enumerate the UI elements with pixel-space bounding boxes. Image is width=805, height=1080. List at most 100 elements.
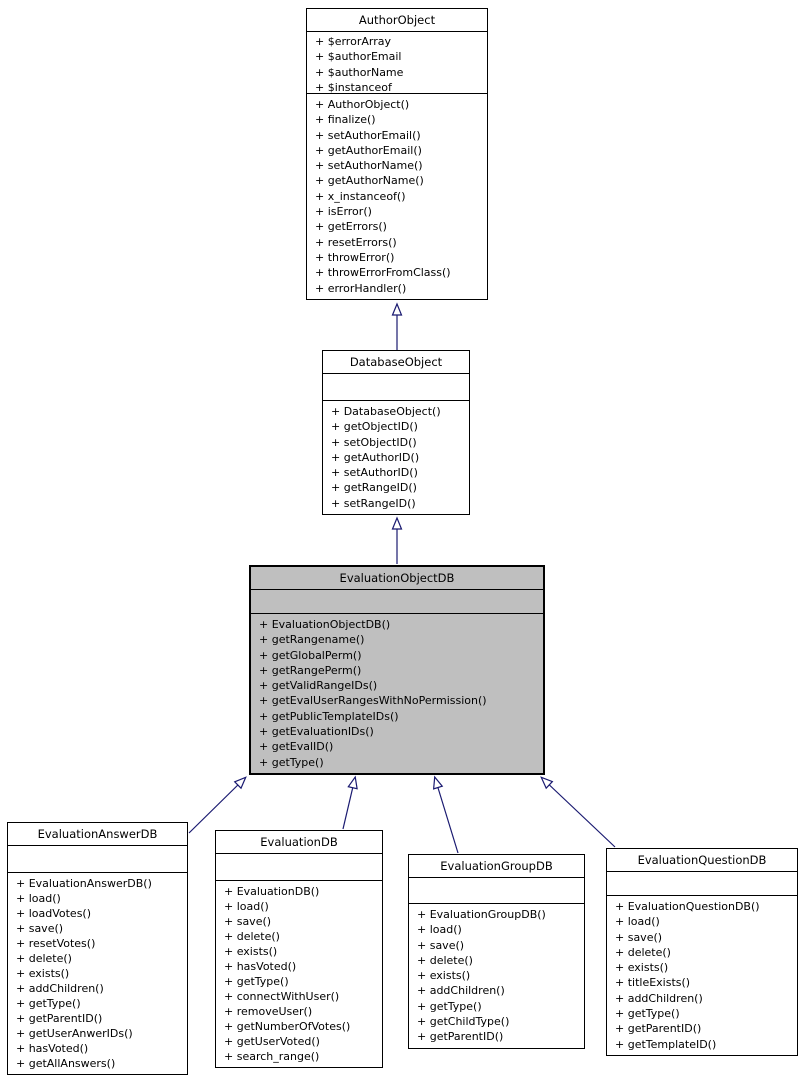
attributes-section (8, 846, 187, 873)
method-row: + getType() (224, 975, 289, 988)
attribute-row: + $instanceof (315, 80, 392, 94)
attribute-row: + $errorArray (315, 35, 391, 48)
method-row: + resetVotes() (16, 937, 96, 950)
method-row: + setRangeID() (331, 496, 416, 510)
method-row: + hasVoted() (16, 1042, 89, 1055)
methods-section: + EvaluationQuestionDB()+ load()+ save()… (607, 896, 797, 1055)
attributes-section (409, 878, 584, 904)
method-row: + load() (615, 915, 660, 929)
class-title: EvaluationDB (216, 831, 382, 854)
method-row: + exists() (615, 961, 669, 975)
method-row: + isError() (315, 205, 372, 219)
method-row: + resetErrors() (315, 235, 397, 249)
method-row: + AuthorObject() (315, 98, 410, 111)
method-row: + load() (224, 900, 269, 913)
method-row: + getChildType() (417, 1015, 510, 1029)
attribute-row: + $authorEmail (315, 50, 402, 64)
class-box-databaseobject[interactable]: DatabaseObject + DatabaseObject()+ getOb… (322, 350, 470, 516)
inheritance-arrow-evaluationquestiondb-to-evaluationobjectdb (540, 776, 616, 848)
method-row: + setAuthorID() (331, 466, 418, 480)
attributes-section (216, 854, 382, 881)
attributes-section (323, 374, 469, 401)
inheritance-arrow-evaluationgroupdb-to-evaluationobjectdb (432, 775, 459, 854)
methods-section: + DatabaseObject()+ getObjectID()+ setOb… (323, 401, 469, 514)
method-row: + exists() (417, 969, 471, 983)
methods-section: + AuthorObject() + finalize()+ setAuthorE… (307, 94, 487, 299)
method-row: + getType() (417, 999, 482, 1013)
attributes-section (251, 590, 543, 614)
method-row: + throwErrorFromClass() (315, 266, 451, 280)
method-row: + getAllAnswers() (16, 1057, 116, 1070)
method-row: + setAuthorEmail() (315, 128, 421, 142)
methods-section: + EvaluationGroupDB() + load()+ save()+ d… (409, 904, 584, 1048)
method-row: + titleExists() (615, 976, 691, 990)
method-row: + getRangename() (259, 633, 365, 647)
method-row: + finalize() (315, 113, 376, 127)
method-row: + getEvalID() (259, 740, 334, 754)
method-row: + save() (417, 938, 465, 952)
method-row: + getRangeID() (331, 481, 417, 495)
method-row: + hasVoted() (224, 960, 297, 973)
method-row: + load() (417, 923, 462, 937)
method-row: + EvaluationDB() (224, 885, 320, 898)
class-box-evaluationquestiondb[interactable]: EvaluationQuestionDB + EvaluationQuestio… (606, 848, 798, 1056)
methods-section: + EvaluationDB() + load() + save() + delete… (216, 881, 382, 1067)
method-row: + save() (224, 915, 272, 928)
class-title: EvaluationGroupDB (409, 855, 584, 878)
method-row: + delete() (615, 945, 671, 959)
method-row: + load() (16, 892, 61, 905)
method-row: + getParentID() (615, 1022, 702, 1036)
method-row: + getParentID() (16, 1012, 103, 1025)
attributes-section: + $errorArray + $authorEmail+ $authorName… (307, 32, 487, 94)
class-title: EvaluationAnswerDB (8, 823, 187, 846)
class-title: EvaluationObjectDB (251, 567, 543, 590)
method-row: + getAuthorID() (331, 450, 420, 464)
method-row: + getType() (259, 755, 324, 769)
method-row: + getEvalUserRangesWithNoPermission() (259, 694, 487, 708)
method-row: + connectWithUser() (224, 990, 340, 1003)
method-row: + getAuthorName() (315, 174, 424, 188)
method-row: + removeUser() (224, 1005, 313, 1018)
method-row: + addChildren() (615, 991, 703, 1005)
method-row: + getPublicTemplateIDs() (259, 709, 399, 723)
method-row: + delete() (224, 930, 280, 943)
method-row: + getNumberOfVotes() (224, 1020, 351, 1033)
class-box-evaluationanswerdb[interactable]: EvaluationAnswerDB + EvaluationAnswerDB(… (7, 822, 188, 1075)
method-row: + x_instanceof() (315, 189, 406, 203)
method-row: + getErrors() (315, 220, 387, 234)
method-row: + getValidRangeIDs() (259, 679, 378, 693)
class-title: EvaluationQuestionDB (607, 849, 797, 872)
class-title: DatabaseObject (323, 351, 469, 374)
method-row: + search_range() (224, 1050, 320, 1063)
method-row: + addChildren() (417, 984, 505, 998)
methods-section: + EvaluationObjectDB() + getRangename() + … (251, 614, 543, 773)
class-box-evaluationgroupdb[interactable]: EvaluationGroupDB + EvaluationGroupDB()+… (408, 854, 585, 1049)
method-row: + save() (16, 922, 64, 935)
method-row: + getRangePerm() (259, 663, 362, 677)
method-row: + getParentID() (417, 1030, 504, 1044)
method-row: + loadVotes() (16, 907, 92, 920)
method-row: + throwError() (315, 250, 395, 264)
method-row: + setObjectID() (331, 435, 417, 449)
method-row: + getTemplateID() (615, 1037, 717, 1051)
class-box-evaluationobjectdb-current[interactable]: EvaluationObjectDB + EvaluationObjectDB(… (249, 565, 545, 775)
method-row: + getUserVoted() (224, 1035, 320, 1048)
method-row: + getUserAnwerIDs() (16, 1027, 133, 1040)
method-row: + getType() (16, 997, 81, 1010)
attributes-section (607, 872, 797, 896)
method-row: + addChildren() (16, 982, 104, 995)
class-box-evaluationdb[interactable]: EvaluationDB + EvaluationDB() + load() + s… (215, 830, 383, 1068)
class-box-authorobject[interactable]: AuthorObject + $errorArray+ $authorEmail… (306, 8, 488, 300)
method-row: + delete() (417, 953, 473, 967)
method-row: + getEvaluationIDs() (259, 725, 374, 739)
method-row: + EvaluationAnswerDB() (16, 877, 152, 890)
methods-section: + EvaluationAnswerDB() + load() + loadVote… (8, 873, 187, 1074)
method-row: + EvaluationObjectDB() (259, 618, 391, 631)
method-row: + getAuthorEmail() (315, 143, 422, 157)
inheritance-arrow-evaluationdb-to-evaluationobjectdb (342, 775, 358, 830)
method-row: + EvaluationGroupDB() (417, 908, 546, 921)
attribute-row: + $authorName (315, 65, 404, 79)
method-row: + getType() (615, 1007, 680, 1021)
method-row: + getObjectID() (331, 420, 418, 434)
